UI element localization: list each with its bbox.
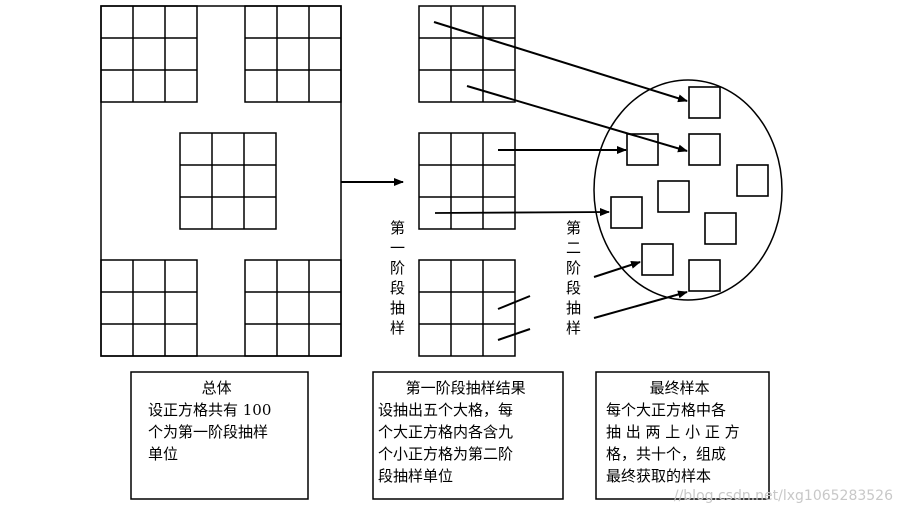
sample-square bbox=[688, 86, 721, 119]
stage1-caption-line: 设抽出五个大格，每 bbox=[378, 401, 513, 419]
stage2-label-char: 第 bbox=[566, 219, 581, 237]
sample-square bbox=[610, 196, 643, 229]
stage2-label-char: 段 bbox=[566, 279, 581, 297]
population-grid-top-left bbox=[100, 5, 198, 103]
stage1-label-char: 抽 bbox=[390, 299, 405, 317]
stage2-arrow bbox=[434, 208, 610, 217]
final-caption-line: 格，共十个，组成 bbox=[606, 445, 726, 463]
stage2-arrow bbox=[593, 290, 688, 319]
grid-outline bbox=[244, 5, 342, 103]
population-caption-line: 个为第一阶段抽样 bbox=[148, 423, 268, 441]
stage1-caption-line: 个大正方格内各含九 bbox=[378, 423, 513, 441]
final-caption-line: 每个大正方格中各 bbox=[606, 401, 726, 419]
final-caption-line: 最终获取的样本 bbox=[606, 467, 711, 485]
final-sample-ellipse bbox=[593, 79, 783, 301]
sample-square bbox=[626, 133, 659, 166]
stage2-label-char: 抽 bbox=[566, 299, 581, 317]
sample-square bbox=[704, 212, 737, 245]
population-caption-line: 单位 bbox=[148, 445, 178, 463]
sample-square bbox=[657, 180, 690, 213]
sample-square bbox=[641, 243, 674, 276]
stage1-label: 第 一 阶 段 抽 样 bbox=[390, 219, 410, 337]
final-caption: 最终样本 每个大正方格中各 抽 出 两 上 小 正 方 格，共十个，组成 最终获… bbox=[606, 379, 744, 485]
grid-outline bbox=[244, 259, 342, 357]
sample-square bbox=[688, 133, 721, 166]
stage1-grid-middle bbox=[418, 132, 516, 230]
stage2-label-char: 样 bbox=[566, 319, 581, 337]
stage2-arrow bbox=[466, 85, 688, 153]
sample-square bbox=[736, 164, 769, 197]
population-caption-line: 设正方格共有 100 bbox=[148, 401, 271, 419]
stage1-grid-bottom bbox=[418, 259, 516, 357]
stage2-arrow bbox=[433, 21, 688, 103]
grid-outline bbox=[179, 132, 277, 230]
stage2-label: 第 二 阶 段 抽 样 bbox=[566, 219, 586, 337]
population-grid-bottom-left bbox=[100, 259, 198, 357]
sample-square bbox=[688, 259, 721, 292]
stage2-label-char: 二 bbox=[566, 239, 581, 257]
population-grid-bottom-right bbox=[244, 259, 342, 357]
grid-outline bbox=[100, 259, 198, 357]
grid-outline bbox=[418, 259, 516, 357]
stage1-label-char: 阶 bbox=[390, 259, 405, 277]
stage1-caption-title: 第一阶段抽样结果 bbox=[406, 379, 526, 397]
stage1-caption: 第一阶段抽样结果 设抽出五个大格，每 个大正方格内各含九 个小正方格为第二阶 段… bbox=[378, 379, 530, 485]
stage1-caption-line: 段抽样单位 bbox=[378, 467, 453, 485]
stage1-grid-top bbox=[418, 5, 516, 103]
population-grid-top-right bbox=[244, 5, 342, 103]
stage2-label-char: 阶 bbox=[566, 259, 581, 277]
population-caption-box bbox=[130, 371, 309, 500]
population-grid-center bbox=[179, 132, 277, 230]
population-frame bbox=[100, 5, 342, 357]
stage2-arrows bbox=[433, 21, 688, 341]
stage1-label-char: 段 bbox=[390, 279, 405, 297]
final-caption-line: 抽 出 两 上 小 正 方 bbox=[606, 423, 740, 441]
stage1-label-char: 第 bbox=[390, 219, 405, 237]
stage1-label-char: 样 bbox=[390, 319, 405, 337]
stage2-arrow bbox=[593, 260, 641, 278]
stage1-caption-box bbox=[372, 371, 564, 500]
final-caption-title: 最终样本 bbox=[650, 379, 710, 397]
watermark: //blog.csdn.net/lxg1065283526 bbox=[674, 488, 893, 504]
grid-outline bbox=[418, 5, 516, 103]
final-caption-box bbox=[595, 371, 770, 500]
stage1-caption-line: 个小正方格为第二阶 bbox=[378, 445, 513, 463]
stage2-arrow-stub bbox=[497, 295, 531, 310]
grid-outline bbox=[418, 132, 516, 230]
stage1-label-char: 一 bbox=[390, 239, 405, 257]
stage2-arrow-stub bbox=[497, 328, 531, 341]
grid-outline bbox=[100, 5, 198, 103]
population-caption-title: 总体 bbox=[202, 379, 232, 397]
population-caption: 总体 设正方格共有 100 个为第一阶段抽样 单位 bbox=[148, 379, 276, 463]
